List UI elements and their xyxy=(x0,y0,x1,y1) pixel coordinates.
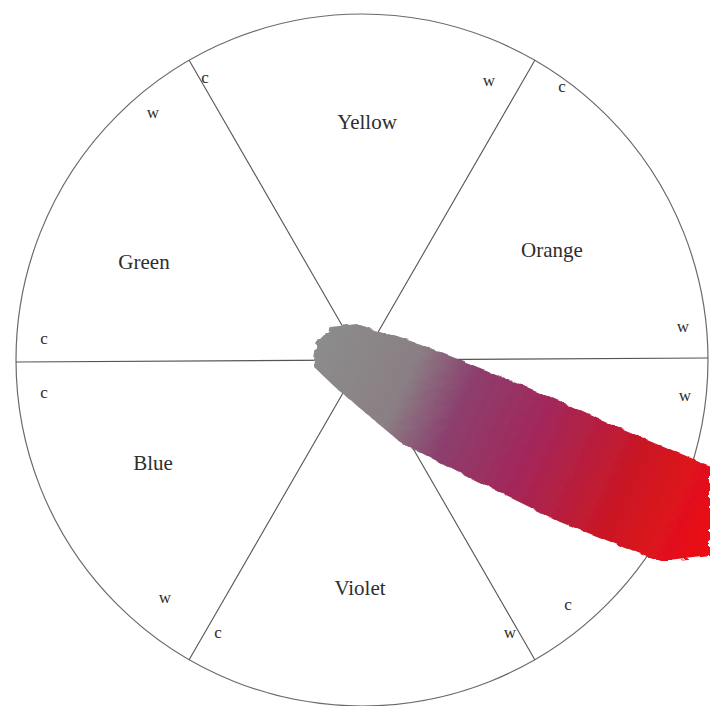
temperature-mark: c xyxy=(40,330,48,347)
temperature-mark: w xyxy=(677,318,689,335)
paint-stroke xyxy=(313,324,710,562)
color-name: Orange xyxy=(521,240,583,261)
color-name: Blue xyxy=(133,453,173,474)
color-name: Green xyxy=(118,252,169,273)
temperature-mark: c xyxy=(564,596,572,613)
temperature-mark: w xyxy=(159,589,171,606)
color-name: Violet xyxy=(334,578,385,599)
temperature-mark: c xyxy=(40,384,48,401)
temperature-mark: w xyxy=(147,104,159,121)
color-name: Yellow xyxy=(337,112,397,133)
temperature-mark: c xyxy=(558,78,566,95)
temperature-mark: c xyxy=(214,624,222,641)
temperature-mark: w xyxy=(504,624,516,641)
temperature-mark: w xyxy=(483,72,495,89)
temperature-mark: c xyxy=(201,69,209,86)
temperature-mark: w xyxy=(679,387,691,404)
